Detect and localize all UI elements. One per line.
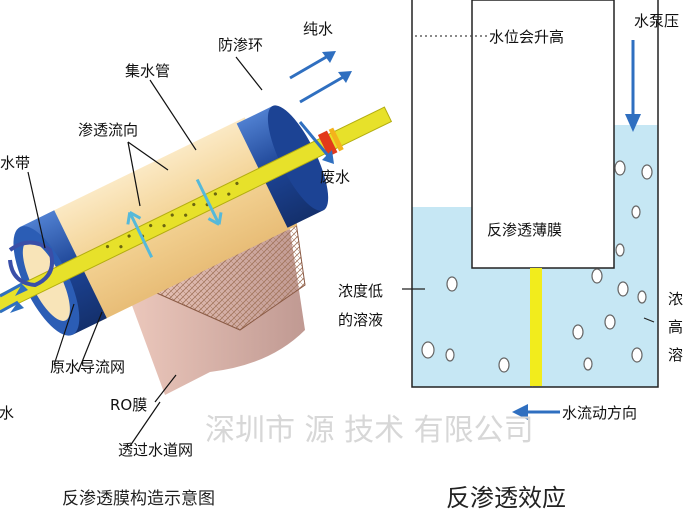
label-low-concentration-2: 的溶液 xyxy=(338,311,383,329)
watermark: 深圳市 源 技术 有限公司 xyxy=(205,413,534,448)
label-high-concentration-1: 浓 xyxy=(668,290,683,308)
raw-water-inlet-arrow xyxy=(0,282,23,298)
left-caption: 反渗透膜构造示意图 xyxy=(62,489,215,509)
label-anti-seepage-ring: 防渗环 xyxy=(218,36,263,54)
ro-membrane-structure: 防渗环 纯水 集水管 渗透流向 废水 水带 原水导流网 RO膜 透过水道网 原水… xyxy=(0,20,393,509)
label-feed-spacer: 原水导流网 xyxy=(50,358,125,376)
label-ro-thin-membrane: 反渗透薄膜 xyxy=(487,221,562,239)
ro-thin-membrane xyxy=(530,268,542,386)
label-band: 水带 xyxy=(0,154,30,172)
label-waste-water: 废水 xyxy=(320,168,350,186)
label-flow-direction: 水流动方向 xyxy=(562,404,637,422)
label-high-concentration-2: 高 xyxy=(668,318,683,336)
collector-pipe xyxy=(0,106,393,329)
label-collector-pipe: 集水管 xyxy=(125,62,170,80)
piston-box xyxy=(471,0,615,269)
label-raw-water: 原水 xyxy=(0,404,14,422)
tank-walls xyxy=(411,0,659,388)
label-ro-membrane: RO膜 xyxy=(110,396,147,414)
label-pure-water: 纯水 xyxy=(303,20,333,38)
waste-water-arrow xyxy=(298,121,332,159)
anti-seepage-ring xyxy=(317,130,338,157)
pure-water-arrow xyxy=(289,54,329,80)
band-loop xyxy=(8,240,55,288)
label-low-concentration-1: 浓度低 xyxy=(338,282,383,300)
label-permeate-channel: 透过水道网 xyxy=(118,441,193,459)
label-high-concentration-3: 溶 xyxy=(668,346,683,364)
solute-particles xyxy=(421,160,653,373)
label-pump-pressure: 水泵压 xyxy=(634,12,679,30)
label-water-level-rises: 水位会升高 xyxy=(489,28,564,46)
right-caption: 反渗透效应 xyxy=(446,484,566,512)
label-permeate-flow-direction: 渗透流向 xyxy=(78,121,138,139)
reverse-osmosis-effect: 水位会升高 水泵压 反渗透薄膜 浓度低 的溶液 浓 高 溶 水流动方向 反渗透效… xyxy=(338,0,683,512)
